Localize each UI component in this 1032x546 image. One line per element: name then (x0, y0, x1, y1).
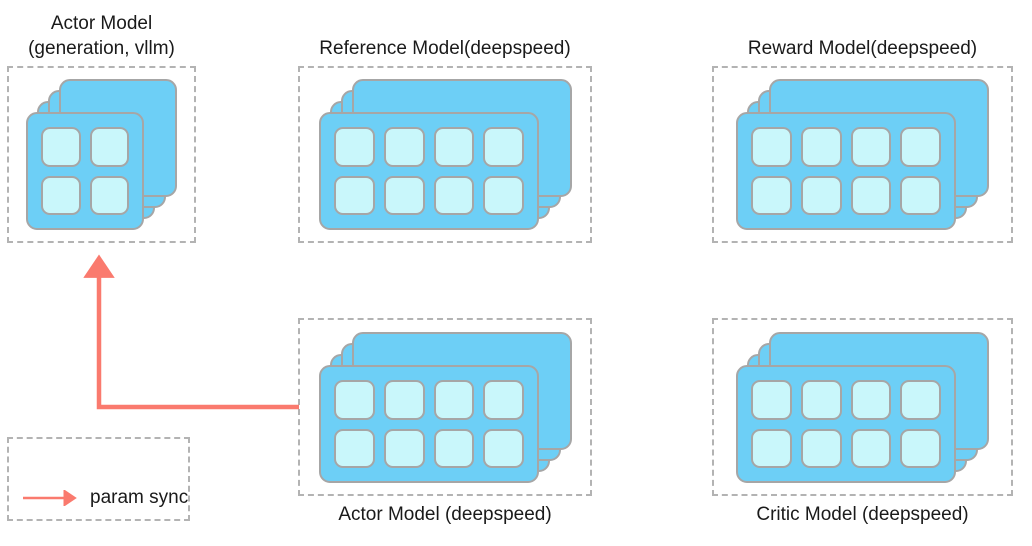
gpu-tile (334, 175, 375, 215)
gpu-tile (383, 380, 425, 420)
model-group-actor-vllm: Actor Model (generation, vllm) (7, 13, 196, 243)
gpu-tile (800, 175, 842, 215)
group-boundary-actor-vllm (7, 66, 196, 243)
group-label-actor-deepspeed: Actor Model (deepspeed) (338, 504, 552, 525)
gpu-tile (383, 428, 425, 468)
gpu-tile (483, 175, 524, 215)
gpu-tile (751, 127, 792, 167)
gpu-tile (900, 428, 941, 468)
legend-label: param sync (90, 487, 189, 508)
group-label-actor-vllm: Actor Model (generation, vllm) (28, 13, 175, 59)
group-label-critic-model: Critic Model (deepspeed) (756, 504, 969, 525)
group-boundary-critic-model (712, 318, 1013, 496)
gpu-tile (334, 428, 375, 468)
gpu-tile (850, 127, 892, 167)
gpu-card-front (736, 112, 956, 230)
gpu-tile (850, 380, 892, 420)
group-label-reward-model: Reward Model(deepspeed) (747, 38, 978, 59)
gpu-tile (800, 380, 842, 420)
gpu-card-stack-critic-model (736, 332, 989, 483)
gpu-tile (751, 380, 792, 420)
gpu-tile (751, 175, 792, 215)
gpu-tile (800, 428, 842, 468)
gpu-tile (900, 175, 941, 215)
gpu-card-stack-reward-model (736, 79, 989, 230)
gpu-tile (383, 127, 425, 167)
gpu-tile (334, 127, 375, 167)
gpu-tile (900, 127, 941, 167)
gpu-card-front (736, 365, 956, 483)
model-group-actor-deepspeed: Actor Model (deepspeed) (298, 318, 592, 525)
legend-box: param sync (7, 437, 190, 521)
gpu-tile (41, 175, 81, 215)
gpu-card-front (26, 112, 144, 230)
gpu-tile (850, 175, 892, 215)
gpu-card-stack-actor-deepspeed (319, 332, 572, 483)
gpu-tile (800, 127, 842, 167)
gpu-card-front (319, 365, 539, 483)
model-group-reference-model: Reference Model(deepspeed) (298, 38, 592, 243)
legend-arrow-icon (23, 490, 77, 506)
gpu-tile (483, 428, 524, 468)
gpu-card-stack-reference-model (319, 79, 572, 230)
gpu-tile (850, 428, 892, 468)
gpu-tile (751, 428, 792, 468)
group-boundary-reference-model (298, 66, 592, 243)
group-boundary-reward-model (712, 66, 1013, 243)
group-label-reference-model: Reference Model(deepspeed) (319, 38, 571, 59)
gpu-tile (433, 380, 475, 420)
gpu-tile (383, 175, 425, 215)
legend-entry-param-sync: param sync (21, 487, 188, 509)
gpu-tile (334, 380, 375, 420)
gpu-tile (900, 380, 941, 420)
gpu-tile (41, 127, 81, 167)
group-boundary-actor-deepspeed (298, 318, 592, 496)
gpu-tile (433, 428, 475, 468)
gpu-tile (89, 127, 129, 167)
gpu-tile (433, 175, 475, 215)
gpu-tile (433, 127, 475, 167)
gpu-card-front (319, 112, 539, 230)
gpu-card-stack-actor-vllm (26, 79, 177, 230)
gpu-tile (483, 127, 524, 167)
gpu-tile (483, 380, 524, 420)
param-sync-arrow-path (83, 254, 299, 410)
model-group-critic-model: Critic Model (deepspeed) (712, 318, 1013, 525)
model-group-reward-model: Reward Model(deepspeed) (712, 38, 1013, 243)
gpu-tile (89, 175, 129, 215)
